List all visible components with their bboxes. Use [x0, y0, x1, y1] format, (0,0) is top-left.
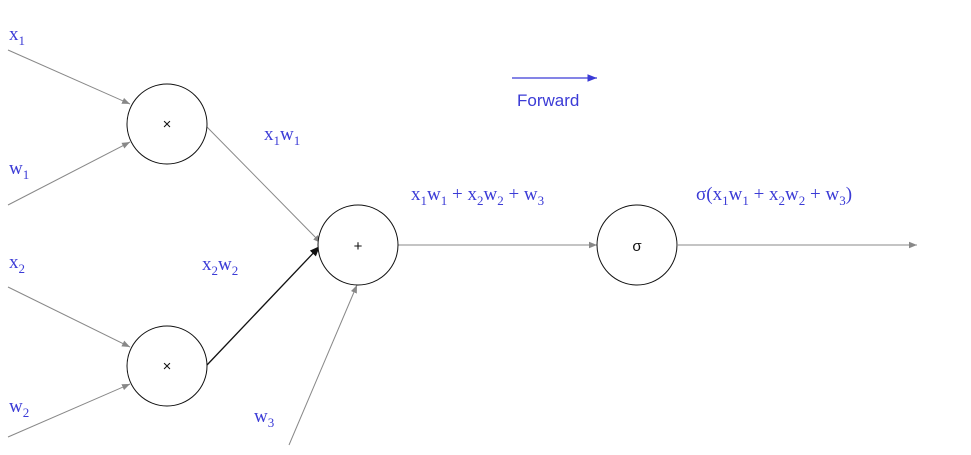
label-x2w2-part: 2: [232, 263, 239, 278]
label-output-part: 2: [799, 193, 806, 208]
label-x2w2-part: 2: [212, 263, 219, 278]
label-output: σ(x1w1 + x2w2 + w3): [696, 184, 852, 208]
label-output-part: w: [785, 184, 799, 205]
label-sum-part: w: [483, 184, 497, 205]
label-x2w2-part: w: [218, 254, 232, 275]
label-output-part: 1: [742, 193, 749, 208]
label-x1w1-part: 1: [294, 133, 301, 148]
label-sum-part: + x: [447, 184, 477, 205]
multiply-node-top-symbol: ×: [163, 116, 172, 133]
label-output-part: + w: [805, 184, 839, 205]
label-output-part: σ(x: [696, 184, 723, 205]
label-x1w1-part: 1: [274, 133, 281, 148]
input-label-w2: w2: [9, 396, 29, 420]
label-sum-part: 2: [497, 193, 504, 208]
label-sum-part: 3: [538, 193, 545, 208]
sigmoid-node: σ: [596, 204, 678, 286]
label-output-part: 1: [722, 193, 729, 208]
multiply-node-bottom: ×: [126, 325, 208, 407]
label-x1w1-part: w: [280, 124, 294, 145]
add-node: +: [317, 204, 399, 286]
input-label-x1: x1: [9, 24, 25, 48]
edge-w1-to-mul-top: [7, 141, 131, 206]
label-x2w2-part: x: [202, 254, 212, 275]
label-output-part: w: [729, 184, 743, 205]
input-label-w3: w3: [254, 406, 274, 430]
input-label-w1: w1: [9, 158, 29, 182]
label-sum: x1w1 + x2w2 + w3: [411, 184, 544, 208]
label-output-part: + x: [749, 184, 779, 205]
label-sum-part: x: [411, 184, 421, 205]
label-sum-part: 1: [441, 193, 448, 208]
multiply-node-top: ×: [126, 83, 208, 165]
edge-x1-to-mul-top: [7, 49, 131, 105]
label-sum-part: 2: [477, 193, 484, 208]
label-sum-part: 1: [421, 193, 428, 208]
edge-x2-to-mul-bottom: [7, 286, 131, 348]
multiply-node-bottom-symbol: ×: [163, 358, 172, 375]
edge-w3-to-add: [288, 284, 358, 446]
label-output-part: 2: [779, 193, 786, 208]
label-output-part: ): [846, 184, 852, 205]
input-label-x2: x2: [9, 252, 25, 276]
label-x2w2: x2w2: [202, 254, 238, 278]
label-sum-part: + w: [504, 184, 538, 205]
label-output-part: 3: [839, 193, 846, 208]
label-x1w1: x1w1: [264, 124, 300, 148]
add-node-symbol: +: [354, 238, 363, 255]
label-sum-part: w: [427, 184, 441, 205]
edge-w2-to-mul-bottom: [7, 383, 131, 438]
edge-mul-top-to-add: [206, 126, 322, 244]
edge-mul-bottom-to-add: [206, 245, 321, 366]
label-x1w1-part: x: [264, 124, 274, 145]
forward-label: Forward: [517, 91, 579, 110]
sigmoid-node-symbol: σ: [632, 238, 642, 255]
